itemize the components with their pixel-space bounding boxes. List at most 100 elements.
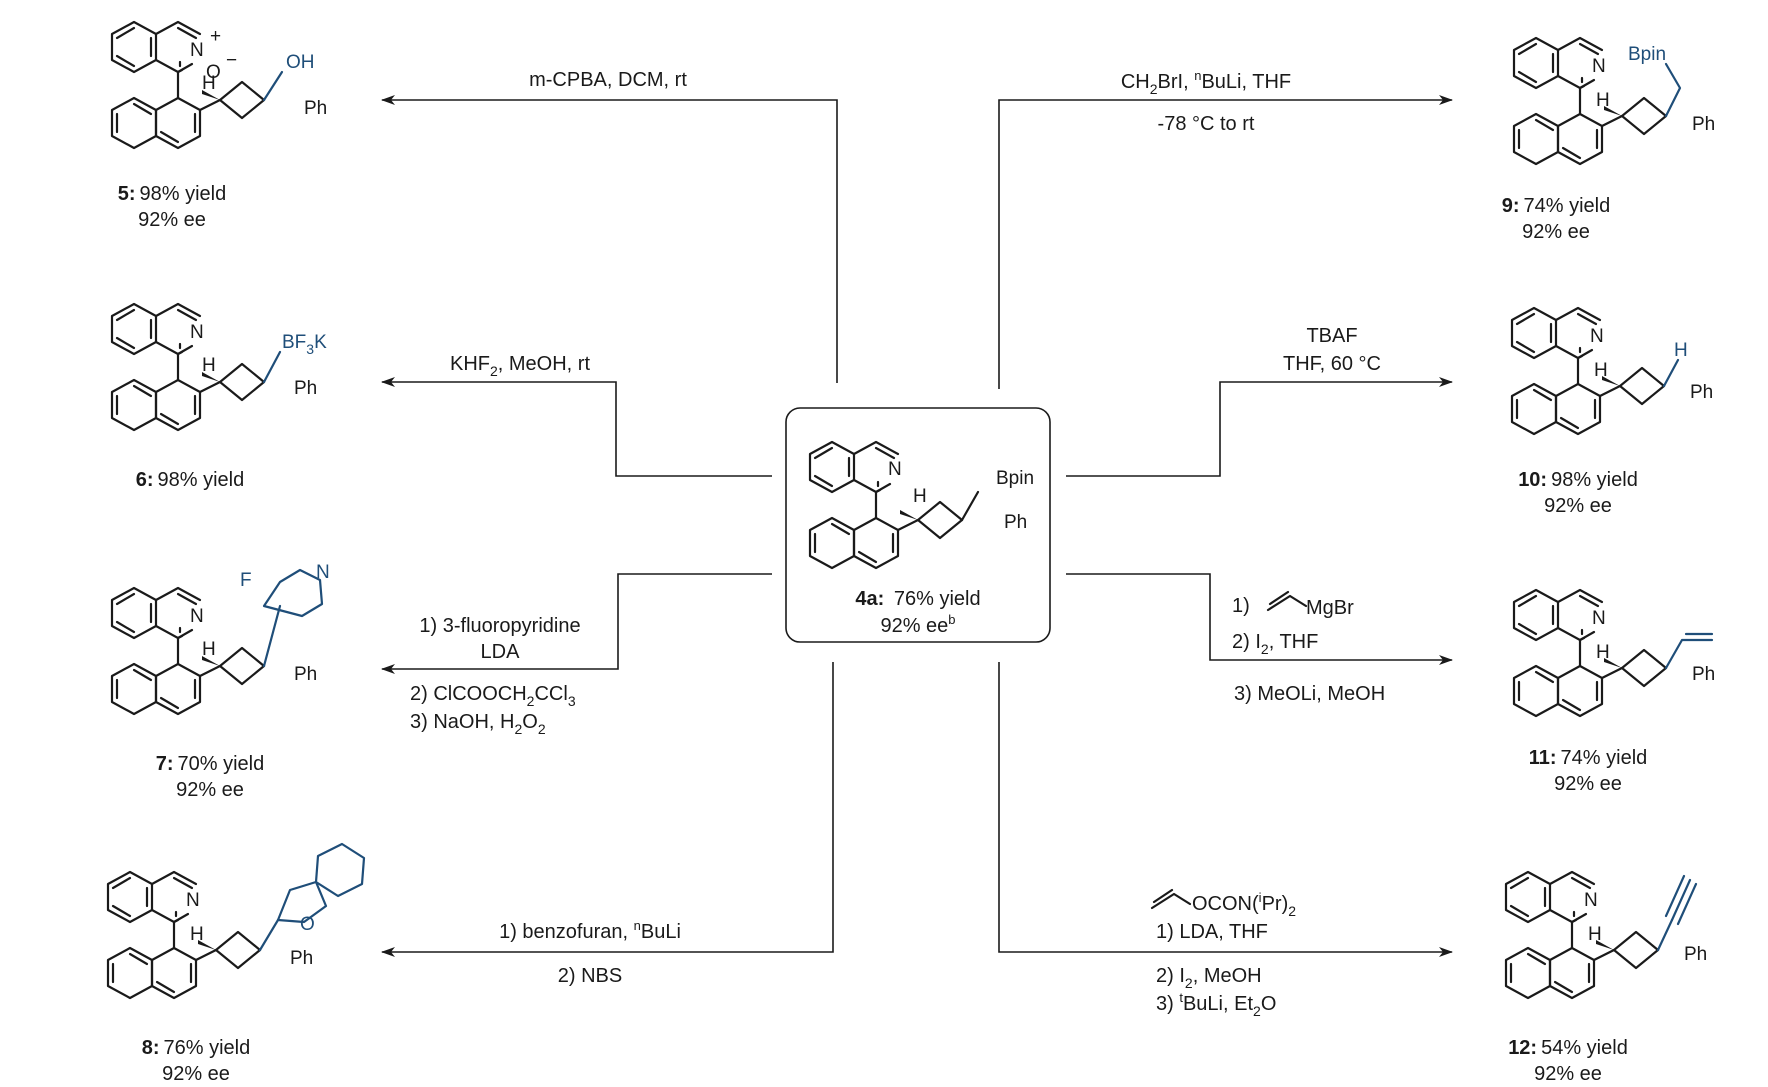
arrow-to-7	[381, 573, 772, 674]
p12-h-atom: H	[1588, 924, 1602, 945]
conditions-7: 1) 3-fluoropyridine LDA 2) ClCOOCH2CCl3 …	[410, 615, 581, 737]
product-10: N H H Ph 10:98% yield 92% ee	[1510, 306, 1713, 517]
p9-ee: 92% ee	[1522, 221, 1590, 243]
conditions-9-line1: CH2BrI, nBuLi, THF	[1121, 68, 1291, 97]
p7-n-atom: N	[190, 606, 204, 627]
p9-n-atom: N	[1592, 56, 1606, 77]
arrow-to-6	[381, 377, 772, 477]
p7-yield: 7:70% yield	[156, 753, 265, 775]
center-compound-4a: N H Bpin Ph 4a: 76% yield 92% eeb	[785, 407, 1051, 643]
conditions-11: 1) MgBr 2) I2, THF 3) MeOLi, MeOH	[1232, 590, 1385, 705]
conditions-11-line1: 1)	[1232, 595, 1250, 617]
p10-n-atom: N	[1590, 326, 1604, 347]
conditions-7-line2: LDA	[481, 641, 521, 663]
p8-o-atom: O	[300, 914, 315, 935]
conditions-12-line3: 3) tBuLi, Et2O	[1156, 990, 1276, 1019]
p12-alkyne-group	[1656, 918, 1674, 952]
p7-ee: 92% ee	[176, 779, 244, 801]
p5-ee: 92% ee	[138, 209, 206, 231]
p9-bpin-group: Bpin	[1628, 44, 1666, 65]
product-6: N H BF3K Ph 6:98% yield	[110, 302, 327, 491]
p8-yield: 8:76% yield	[142, 1037, 251, 1059]
p10-ee: 92% ee	[1544, 495, 1612, 517]
p12-yield: 12:54% yield	[1508, 1037, 1628, 1059]
arrow-to-5	[381, 95, 838, 383]
conditions-9: CH2BrI, nBuLi, THF -78 °C to rt	[1121, 68, 1291, 135]
center-bpin-group: Bpin	[996, 468, 1034, 489]
p8-h-atom: H	[190, 924, 204, 945]
p6-n-atom: N	[190, 322, 204, 343]
conditions-5-line1: m-CPBA, DCM, rt	[529, 69, 687, 91]
p11-ee: 92% ee	[1554, 773, 1622, 795]
conditions-8-line2: 2) NBS	[558, 965, 622, 987]
product-11: N H Ph 11:74% yield 92% ee	[1512, 588, 1715, 795]
p11-ph-group: Ph	[1692, 664, 1715, 685]
p8-ph-group: Ph	[290, 948, 313, 969]
product-9: N H Bpin Ph 9:74% yield 92% ee	[1502, 36, 1715, 243]
p5-n-atom: N	[190, 40, 204, 61]
p9-yield: 9:74% yield	[1502, 195, 1611, 217]
center-yield: 4a: 76% yield	[855, 588, 980, 610]
conditions-6: KHF2, MeOH, rt	[450, 353, 590, 379]
conditions-6-line1: KHF2, MeOH, rt	[450, 353, 590, 379]
p7-h-atom: H	[202, 639, 216, 660]
p5-h-atom: H	[202, 73, 216, 94]
conditions-5: m-CPBA, DCM, rt	[529, 69, 687, 91]
conditions-9-line2: -78 °C to rt	[1158, 113, 1255, 135]
arrow-to-12	[998, 662, 1453, 957]
conditions-8-line1: 1) benzofuran, nBuLi	[499, 918, 681, 943]
product-7: N H F N Ph 7:70% yield 92% ee	[110, 562, 330, 801]
p8-ee: 92% ee	[162, 1063, 230, 1085]
conditions-10-line1: TBAF	[1306, 325, 1357, 347]
p12-ph-group: Ph	[1684, 944, 1707, 965]
vinyl-bond-icon	[1150, 892, 1192, 910]
p5-yield: 5:98% yield	[118, 183, 227, 205]
center-n-atom: N	[888, 459, 902, 480]
p7-n-pyridyl: N	[316, 562, 330, 583]
arrow-to-8	[381, 662, 834, 957]
conditions-12-line0: OCON(iPr)2	[1192, 890, 1296, 919]
conditions-12: OCON(iPr)2 1) LDA, THF 2) I2, MeOH 3) tB…	[1150, 888, 1296, 1019]
center-ph-group: Ph	[1004, 512, 1027, 533]
p9-h-atom: H	[1596, 90, 1610, 111]
p6-h-atom: H	[202, 355, 216, 376]
p10-h-atom: H	[1594, 360, 1608, 381]
conditions-7-line3: 2) ClCOOCH2CCl3	[410, 683, 576, 709]
p10-ph-group: Ph	[1690, 382, 1713, 403]
conditions-11-line1b: MgBr	[1306, 597, 1354, 619]
product-5: N + O − H OH Ph 5:98% yield 92% ee	[110, 20, 327, 231]
vinyl-bond-icon	[1266, 594, 1308, 612]
conditions-8: 1) benzofuran, nBuLi 2) NBS	[499, 918, 681, 987]
conditions-10-line2: THF, 60 °C	[1283, 353, 1381, 375]
p10-h-group: H	[1674, 340, 1688, 361]
conditions-11-line2: 2) I2, THF	[1232, 631, 1318, 657]
p7-f-atom: F	[240, 570, 252, 591]
center-ee: 92% eeb	[880, 612, 955, 637]
conditions-7-line1: 1) 3-fluoropyridine	[419, 615, 580, 637]
p6-yield: 6:98% yield	[136, 469, 245, 491]
arrow-to-10	[1066, 377, 1453, 477]
p12-ee: 92% ee	[1534, 1063, 1602, 1085]
arrow-to-11	[1066, 573, 1453, 665]
p7-ph-group: Ph	[294, 664, 317, 685]
p12-n-atom: N	[1584, 890, 1598, 911]
conditions-7-line4: 3) NaOH, H2O2	[410, 711, 546, 737]
p5-oh-group: OH	[286, 52, 315, 73]
conditions-11-line3: 3) MeOLi, MeOH	[1234, 683, 1385, 705]
p10-yield: 10:98% yield	[1518, 469, 1638, 491]
p8-n-atom: N	[186, 890, 200, 911]
p6-bf3k-group: BF3K	[282, 332, 327, 357]
p5-ph-group: Ph	[304, 98, 327, 119]
p11-n-atom: N	[1592, 608, 1606, 629]
p5-minus: −	[226, 50, 237, 71]
p5-n-plus: +	[210, 26, 221, 47]
p6-ph-group: Ph	[294, 378, 317, 399]
arrow-to-9	[998, 95, 1453, 389]
conditions-12-line1: 1) LDA, THF	[1156, 921, 1268, 943]
conditions-12-line2: 2) I2, MeOH	[1156, 965, 1262, 991]
p11-yield: 11:74% yield	[1529, 747, 1648, 769]
product-8: N H O Ph 8:76% yield 92% ee	[106, 842, 366, 1085]
p11-vinyl-group	[1664, 638, 1714, 670]
product-12: N H Ph 12:54% yield 92% ee	[1504, 870, 1707, 1085]
